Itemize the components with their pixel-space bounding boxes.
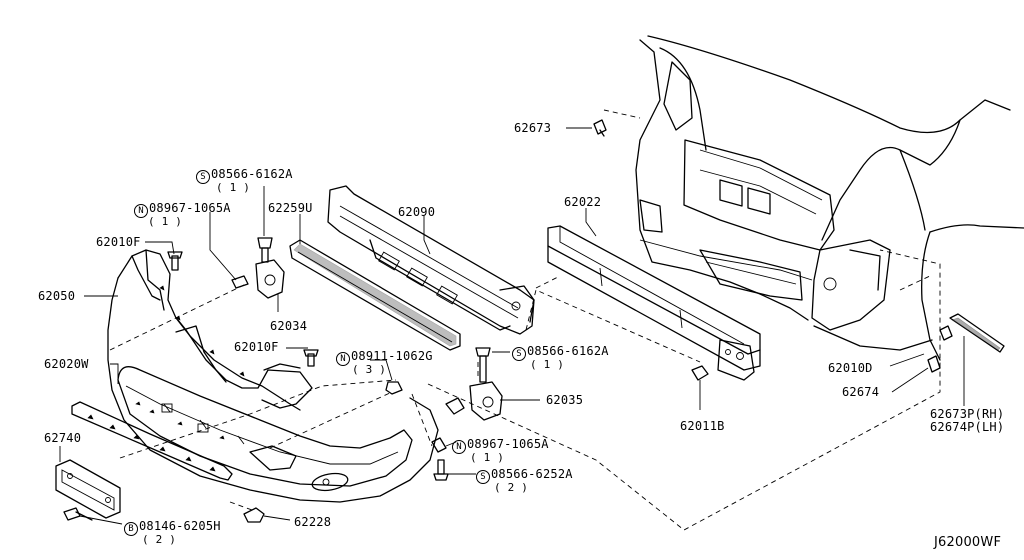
label-62673P: 62673P(RH) (930, 407, 1005, 421)
part-number: 08146-6205H (139, 519, 221, 533)
label-62090: 62090 (398, 205, 436, 219)
bracket-62035 (445, 347, 503, 421)
fasteners (63, 119, 953, 521)
label-62259U: 62259U (268, 201, 313, 215)
qty-08566-6162A-mid: ( 1 ) (530, 358, 565, 371)
qty-08967-1065A-low: ( 1 ) (470, 451, 505, 464)
label-62011B: 62011B (680, 419, 725, 433)
n-prefix-icon: N (452, 440, 466, 454)
label-62673: 62673 (514, 121, 552, 135)
dashed-reference-lines (109, 109, 941, 531)
label-62674: 62674 (842, 385, 880, 399)
part-number: 08967-1065A (467, 437, 549, 451)
part-number: 08566-6252A (491, 467, 573, 481)
reinforcement-beam-62022 (547, 225, 761, 381)
s-prefix-icon: S (196, 170, 210, 184)
n-prefix-icon: N (134, 204, 148, 218)
part-number: 08566-6162A (527, 344, 609, 358)
b-prefix-icon: B (124, 522, 138, 536)
qty-08146-6205H: ( 2 ) (142, 533, 177, 546)
label-62022: 62022 (564, 195, 602, 209)
n-prefix-icon: N (336, 352, 350, 366)
diagram-code: J62000WF (934, 535, 1002, 550)
front-bumper-fascia-62050 (107, 249, 439, 503)
bracket-62034 (255, 237, 285, 299)
lower-grille-62259U (289, 239, 461, 351)
cover-62228 (243, 507, 265, 523)
qty-08566-6162A-top: ( 1 ) (216, 181, 251, 194)
s-prefix-icon: S (476, 470, 490, 484)
vehicle-front-body (635, 35, 1024, 361)
qty-08911-1062G: ( 3 ) (352, 363, 387, 376)
label-62010F-mid: 62010F (234, 340, 279, 354)
qty-08967-1065A-top: ( 1 ) (148, 215, 183, 228)
label-62020W: 62020W (44, 357, 89, 371)
lower-molding-62020W (71, 401, 233, 481)
label-62740: 62740 (44, 431, 82, 445)
label-62228: 62228 (294, 515, 332, 529)
qty-08566-6252A: ( 2 ) (494, 481, 529, 494)
part-number: 08911-1062G (351, 349, 433, 363)
s-prefix-icon: S (512, 347, 526, 361)
label-62035: 62035 (546, 393, 584, 407)
bumper-armature-62090 (327, 185, 535, 335)
label-62674P: 62674P(LH) (930, 420, 1005, 434)
license-bracket-62740 (55, 459, 121, 519)
leader-lines (59, 127, 965, 525)
label-62034: 62034 (270, 319, 308, 333)
label-62050: 62050 (38, 289, 76, 303)
part-number: 08967-1065A (149, 201, 231, 215)
strip-62673P-62674P (949, 313, 1005, 353)
part-number: 08566-6162A (211, 167, 293, 181)
label-62010D: 62010D (828, 361, 873, 375)
label-62010F-top: 62010F (96, 235, 141, 249)
